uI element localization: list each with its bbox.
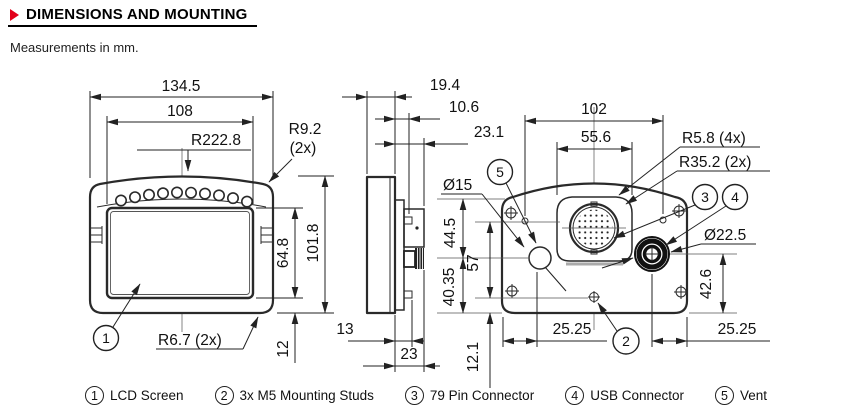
header-rule: [8, 25, 257, 28]
dim-corner-radius-top: R9.2: [289, 121, 322, 138]
legend: 1 LCD Screen 2 3x M5 Mounting Studs 3 79…: [85, 386, 767, 405]
units-note: Measurements in mm.: [10, 40, 139, 55]
dim-pad-width: 55.6: [581, 129, 611, 146]
svg-text:5: 5: [496, 164, 504, 180]
callout-lcd-screen: [92, 324, 120, 352]
dim-vent-from-bottom: 40.35: [441, 268, 458, 307]
usb-connector: [634, 236, 670, 272]
legend-num-5: 5: [715, 386, 734, 405]
dim-screen-width: 108: [167, 103, 193, 120]
dim-corner-radius-bottom: R6.7 (2x): [158, 332, 222, 349]
pin-connector-side: [403, 208, 425, 248]
connector-pad: [556, 196, 633, 262]
dim-top-radius: R222.8: [191, 132, 241, 149]
front-view: 134.5 108 R222.8 R9.2 (2x) 101.8 64.8 12…: [88, 78, 334, 363]
legend-num-1: 1: [85, 386, 104, 405]
callout-pin-connector: [691, 183, 719, 211]
right-vent-ticks: [260, 226, 272, 244]
svg-text:2: 2: [622, 333, 630, 349]
legend-label-4: USB Connector: [590, 388, 684, 403]
pin-connector: [562, 201, 626, 255]
legend-label-5: Vent: [740, 388, 768, 403]
dim-vent-dia: Ø15: [443, 177, 472, 194]
dim-stud-rows: 57: [465, 254, 482, 271]
back-view: 102 55.6 R5.8 (4x) R35.2 (2x) 3 4 Ø22.5: [437, 101, 770, 388]
vent: [528, 246, 552, 270]
dim-front-width: 134.5: [162, 78, 201, 95]
dim-bottom-gap: 12: [275, 340, 292, 357]
legend-label-2: 3x M5 Mounting Studs: [239, 388, 374, 403]
mounting-studs: [504, 204, 688, 303]
legend-item-studs: 2 3x M5 Mounting Studs: [214, 386, 374, 405]
legend-label-1: LCD Screen: [110, 388, 184, 403]
left-vent-ticks: [91, 226, 103, 244]
side-view: 19.4 10.6 23.1 13 23: [336, 77, 504, 372]
lcd-screen: [105, 206, 255, 300]
callout-mounting-stud: [612, 327, 640, 355]
dim-pin-spacing: 102: [581, 101, 607, 118]
legend-item-pin-connector: 3 79 Pin Connector: [404, 386, 535, 405]
dim-front-height: 101.8: [305, 224, 322, 263]
dim-vent-from-top: 44.5: [442, 218, 459, 248]
dim-usb-from-bottom: 42.6: [698, 269, 715, 299]
section-header: DIMENSIONS AND MOUNTING: [10, 6, 248, 23]
pin-left: [521, 217, 529, 225]
dim-right-offset: 25.25: [718, 321, 757, 338]
dim-connector-length: 23: [400, 346, 417, 363]
stud-top-side: [403, 216, 413, 225]
legend-item-vent: 5 Vent: [715, 386, 767, 405]
dim-stud-base-depth: 10.6: [449, 99, 479, 116]
legend-item-lcd: 1 LCD Screen: [85, 386, 184, 405]
dim-pad-radius: R5.8 (4x): [682, 130, 746, 147]
pin-right: [659, 216, 667, 224]
dim-screen-height: 64.8: [275, 238, 292, 268]
legend-num-3: 3: [404, 386, 424, 405]
usb-side: [403, 250, 416, 268]
callout-vent: [486, 158, 514, 186]
svg-text:4: 4: [731, 189, 739, 205]
dim-usb-dia: Ø22.5: [704, 227, 746, 244]
legend-label-3: 79 Pin Connector: [429, 388, 535, 403]
stud-bottom-side: [403, 290, 413, 299]
dim-depth: 19.4: [430, 77, 461, 94]
callout-usb: [721, 183, 749, 211]
svg-text:3: 3: [701, 189, 709, 205]
page-title: DIMENSIONS AND MOUNTING: [26, 6, 248, 23]
svg-text:1: 1: [102, 330, 110, 346]
led-row: [115, 186, 254, 208]
dim-connector-depth: 23.1: [474, 124, 504, 141]
red-arrow-icon: [10, 8, 19, 21]
dim-body-radius: R35.2 (2x): [679, 154, 751, 171]
dim-stud-from-bottom: 12.1: [465, 342, 482, 372]
dim-stud-length: 13: [336, 321, 353, 338]
dim-left-offset: 25.25: [553, 321, 592, 338]
legend-num-4: 4: [565, 386, 585, 405]
legend-item-usb: 4 USB Connector: [565, 386, 684, 405]
legend-num-2: 2: [214, 386, 234, 405]
dim-corner-radius-top-qty: (2x): [290, 140, 317, 157]
